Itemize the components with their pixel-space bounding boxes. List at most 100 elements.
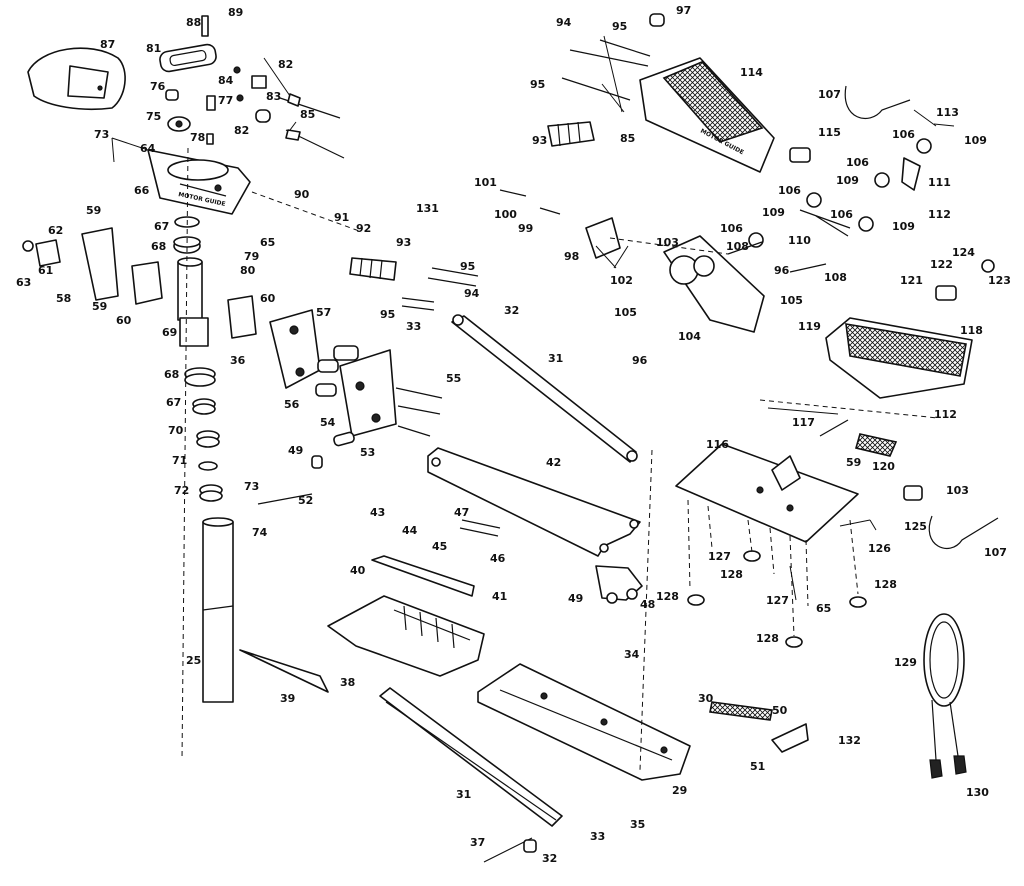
callout-label-84: 84 [218, 74, 234, 87]
callout-label-53: 53 [360, 446, 375, 459]
callout-label-122: 122 [930, 258, 953, 271]
callout-label-40: 40 [350, 564, 366, 577]
callout-label-66: 66 [134, 184, 150, 197]
callout-label-81: 81 [146, 42, 161, 55]
callout-label-106: 106 [830, 208, 853, 221]
callout-label-107: 107 [818, 88, 841, 101]
callout-label-117: 117 [792, 416, 815, 429]
callout-label-130: 130 [966, 786, 989, 799]
shaft-bearings [173, 216, 223, 502]
callout-label-116: 116 [706, 438, 729, 451]
callout-label-121: 121 [900, 274, 923, 287]
callout-label-78: 78 [190, 131, 205, 144]
callout-label-77: 77 [218, 94, 233, 107]
pulley-set [727, 138, 932, 273]
callout-label-106: 106 [892, 128, 915, 141]
callout-label-106: 106 [846, 156, 869, 169]
callout-label-80: 80 [240, 264, 256, 277]
callout-label-25: 25 [186, 654, 201, 667]
callout-label-88: 88 [186, 16, 201, 29]
callout-label-102: 102 [610, 274, 633, 287]
link-arm-lower [379, 687, 563, 827]
pedal-lever-120 [819, 419, 898, 457]
callout-label-95: 95 [612, 20, 627, 33]
callout-label-72: 72 [174, 484, 189, 497]
callout-label-36: 36 [230, 354, 246, 367]
callout-label-73: 73 [244, 480, 259, 493]
strap-50 [709, 701, 809, 753]
callout-label-49: 49 [288, 444, 303, 457]
connector-121 [935, 259, 995, 301]
callout-label-124: 124 [952, 246, 975, 259]
callout-label-90: 90 [294, 188, 310, 201]
callout-label-85: 85 [300, 108, 315, 121]
callout-label-97: 97 [676, 4, 691, 17]
callout-label-105: 105 [614, 306, 637, 319]
callout-label-31: 31 [548, 352, 563, 365]
callout-label-95: 95 [380, 308, 395, 321]
callout-label-108: 108 [726, 240, 749, 253]
callout-label-46: 46 [490, 552, 506, 565]
callout-label-127: 127 [708, 550, 731, 563]
cable-107-top [844, 85, 911, 119]
callout-label-96: 96 [774, 264, 790, 277]
callout-label-85: 85 [620, 132, 635, 145]
callout-label-54: 54 [320, 416, 336, 429]
callout-label-38: 38 [340, 676, 355, 689]
callout-label-109: 109 [892, 220, 915, 233]
callout-label-63: 63 [16, 276, 31, 289]
callout-label-60: 60 [260, 292, 276, 305]
callout-label-65: 65 [816, 602, 831, 615]
callout-label-101: 101 [474, 176, 497, 189]
callout-label-52: 52 [298, 494, 313, 507]
callout-label-50: 50 [772, 704, 788, 717]
callout-label-83: 83 [266, 90, 281, 103]
callout-label-35: 35 [630, 818, 645, 831]
callout-label-125: 125 [904, 520, 927, 533]
callout-label-109: 109 [964, 134, 987, 147]
shaft-tube [202, 517, 234, 703]
callout-label-69: 69 [162, 326, 177, 339]
callout-label-79: 79 [244, 250, 259, 263]
callout-label-128: 128 [874, 578, 897, 591]
callout-label-87: 87 [100, 38, 115, 51]
callout-label-131: 131 [416, 202, 439, 215]
callout-label-128: 128 [756, 632, 779, 645]
feet-128 [687, 499, 867, 648]
callout-label-55: 55 [446, 372, 461, 385]
callout-label-39: 39 [280, 692, 295, 705]
callout-label-82: 82 [234, 124, 249, 137]
callout-label-60: 60 [116, 314, 132, 327]
callout-label-37: 37 [470, 836, 485, 849]
callout-label-73: 73 [94, 128, 109, 141]
callout-label-100: 100 [494, 208, 517, 221]
callout-label-33: 33 [406, 320, 421, 333]
callout-label-104: 104 [678, 330, 701, 343]
callout-label-59: 59 [846, 456, 861, 469]
pedal-plate-119 [825, 317, 973, 399]
callout-label-113: 113 [936, 106, 959, 119]
base-frame-29 [477, 663, 691, 781]
callout-label-111: 111 [928, 176, 951, 189]
control-head-cover [27, 47, 126, 111]
callout-label-32: 32 [542, 852, 557, 865]
callout-label-57: 57 [316, 306, 331, 319]
callout-label-95: 95 [530, 78, 545, 91]
callout-label-29: 29 [672, 784, 687, 797]
callout-label-92: 92 [356, 222, 371, 235]
callout-label-76: 76 [150, 80, 166, 93]
base-plate-116 [675, 443, 859, 543]
callout-label-95: 95 [460, 260, 475, 273]
callout-label-109: 109 [762, 206, 785, 219]
callout-label-44: 44 [402, 524, 418, 537]
callout-label-112: 112 [934, 408, 957, 421]
callout-label-108: 108 [824, 271, 847, 284]
callout-label-93: 93 [532, 134, 547, 147]
foot-pedal-114: MOTOR GUIDE [639, 57, 775, 173]
callout-label-41: 41 [492, 590, 507, 603]
callout-label-107: 107 [984, 546, 1007, 559]
callout-label-129: 129 [894, 656, 917, 669]
spring-plates [239, 555, 485, 693]
